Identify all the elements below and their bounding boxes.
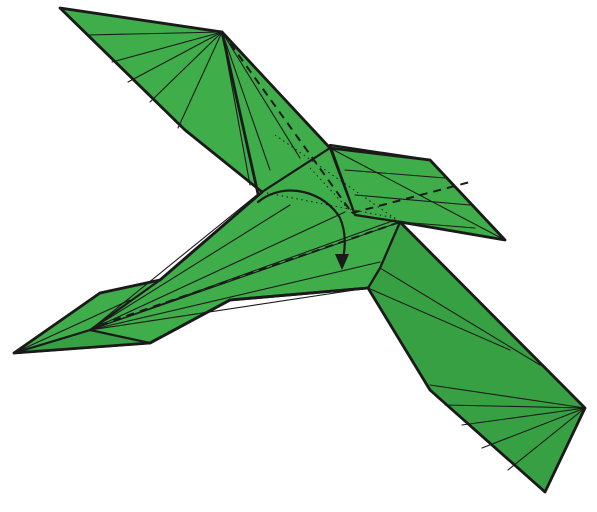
upper-wing-panel	[60, 8, 330, 192]
body	[14, 148, 400, 353]
lower-right-wing	[368, 222, 585, 492]
lower-wing-panel	[368, 222, 585, 492]
upper-left-wing	[60, 8, 330, 194]
